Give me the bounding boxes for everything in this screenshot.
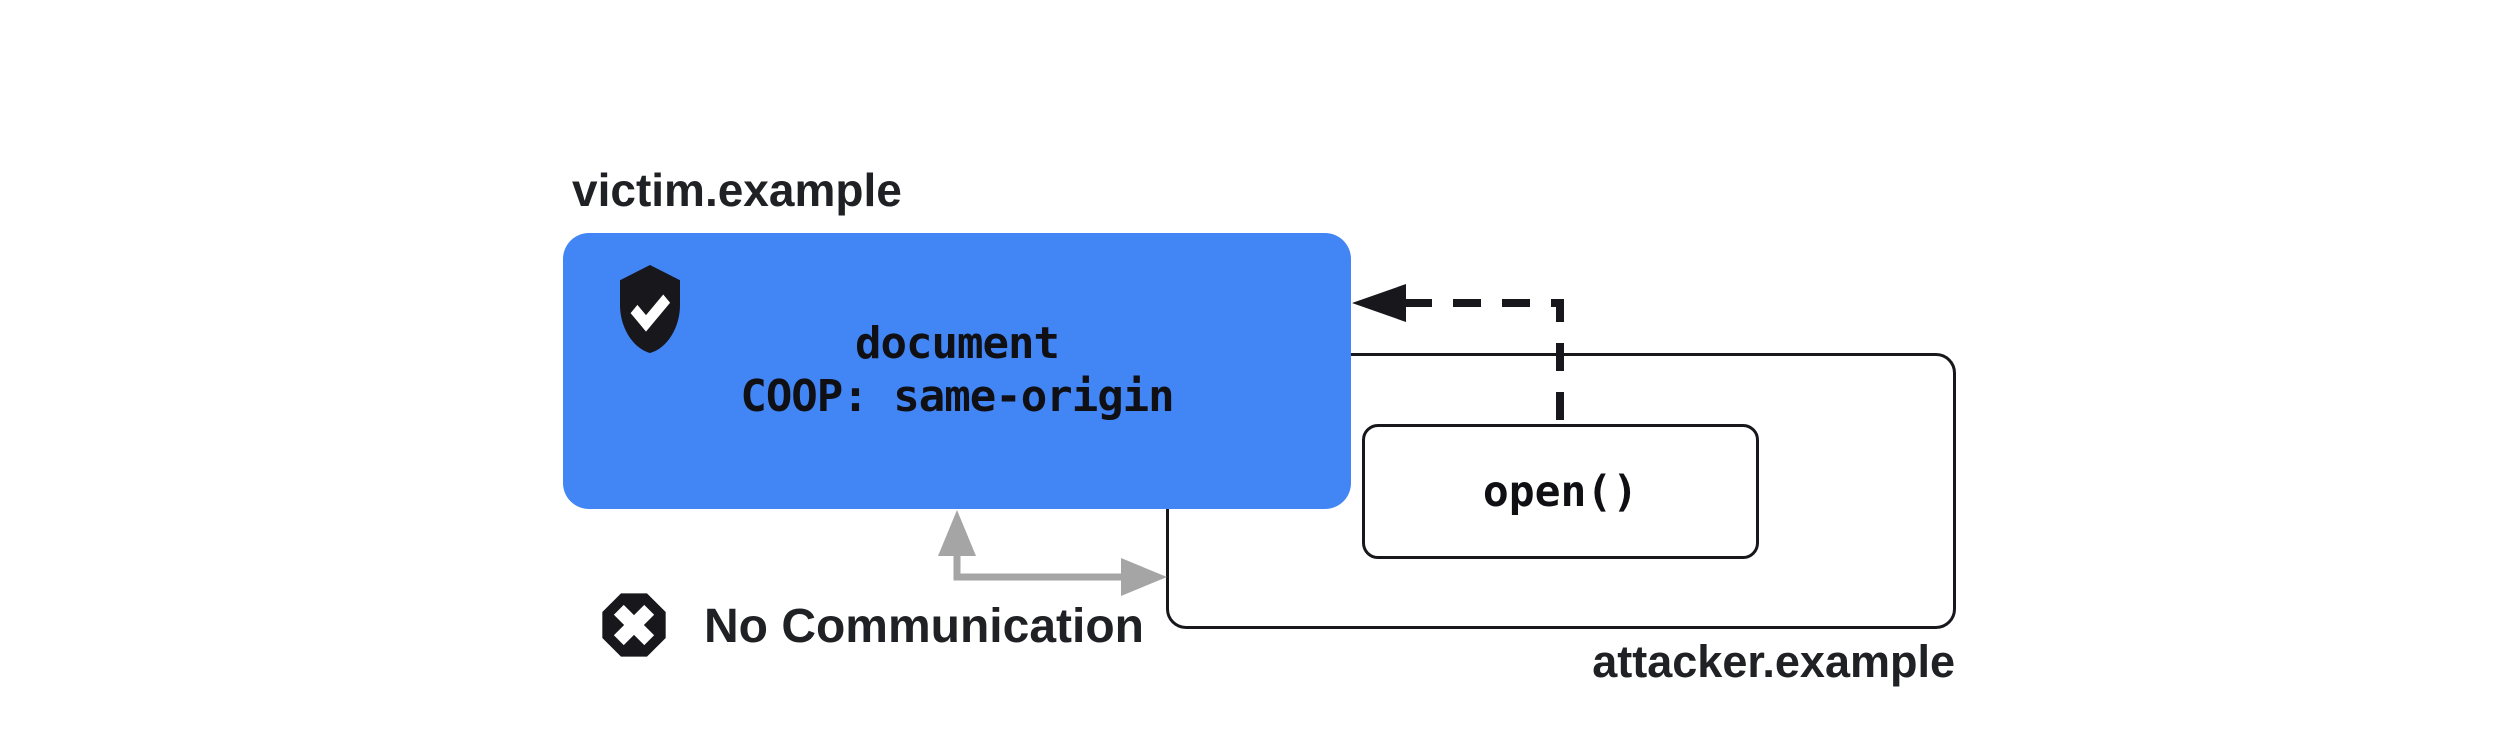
octagon-x-icon [596,587,672,663]
victim-document-box: document COOP: same-origin [563,233,1351,509]
shield-check-icon [610,261,690,357]
document-line: document [855,318,1060,369]
victim-box-text: document COOP: same-origin [563,317,1351,423]
open-call-box: open() [1362,424,1759,559]
no-communication-arrow [938,510,1167,596]
attacker-domain-label: attacker.example [1592,636,1955,687]
no-communication-label: No Communication [704,600,1144,653]
coop-header-line: COOP: same-origin [740,371,1174,422]
victim-domain-label: victim.example [572,164,902,216]
open-call-label: open() [1482,466,1639,517]
